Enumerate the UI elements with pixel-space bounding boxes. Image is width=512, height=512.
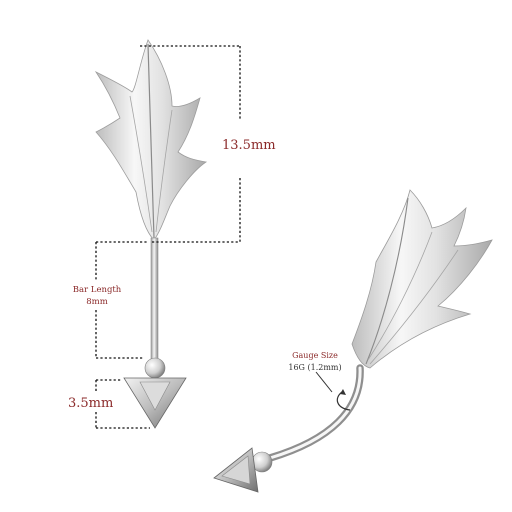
feather-side-vane-1 — [367, 231, 433, 361]
feather-front-spine — [147, 43, 155, 239]
gauge-title-text: Gauge Size — [292, 351, 338, 360]
label-bar-length-title: Bar Length — [72, 285, 122, 295]
tip-front-inner — [139, 381, 171, 411]
label-gauge-title: Gauge Size — [280, 352, 350, 360]
feather-side-spine — [365, 197, 409, 365]
feather-side-vane-2 — [369, 249, 459, 365]
feather-side — [351, 189, 493, 369]
label-3-5mm: 3.5mm — [68, 396, 114, 411]
feather-front-vane-left — [129, 95, 153, 233]
feather-front-vane-right — [155, 109, 173, 233]
front-view-arrow — [94, 39, 208, 429]
bar-front — [150, 237, 159, 361]
gauge-pointer-line — [315, 371, 333, 393]
ball-front — [144, 357, 166, 379]
rotation-arrowhead — [340, 389, 346, 395]
label-gauge-value: 16G (1.2mm) — [288, 363, 342, 372]
label-bar-length-value: 8mm — [86, 297, 108, 307]
tip-side-inner — [221, 455, 251, 485]
label-13-5mm: 13.5mm — [222, 138, 276, 153]
bar-side-highlight — [268, 366, 362, 460]
dimension-lines — [95, 45, 241, 429]
side-view-arrow — [213, 189, 493, 493]
